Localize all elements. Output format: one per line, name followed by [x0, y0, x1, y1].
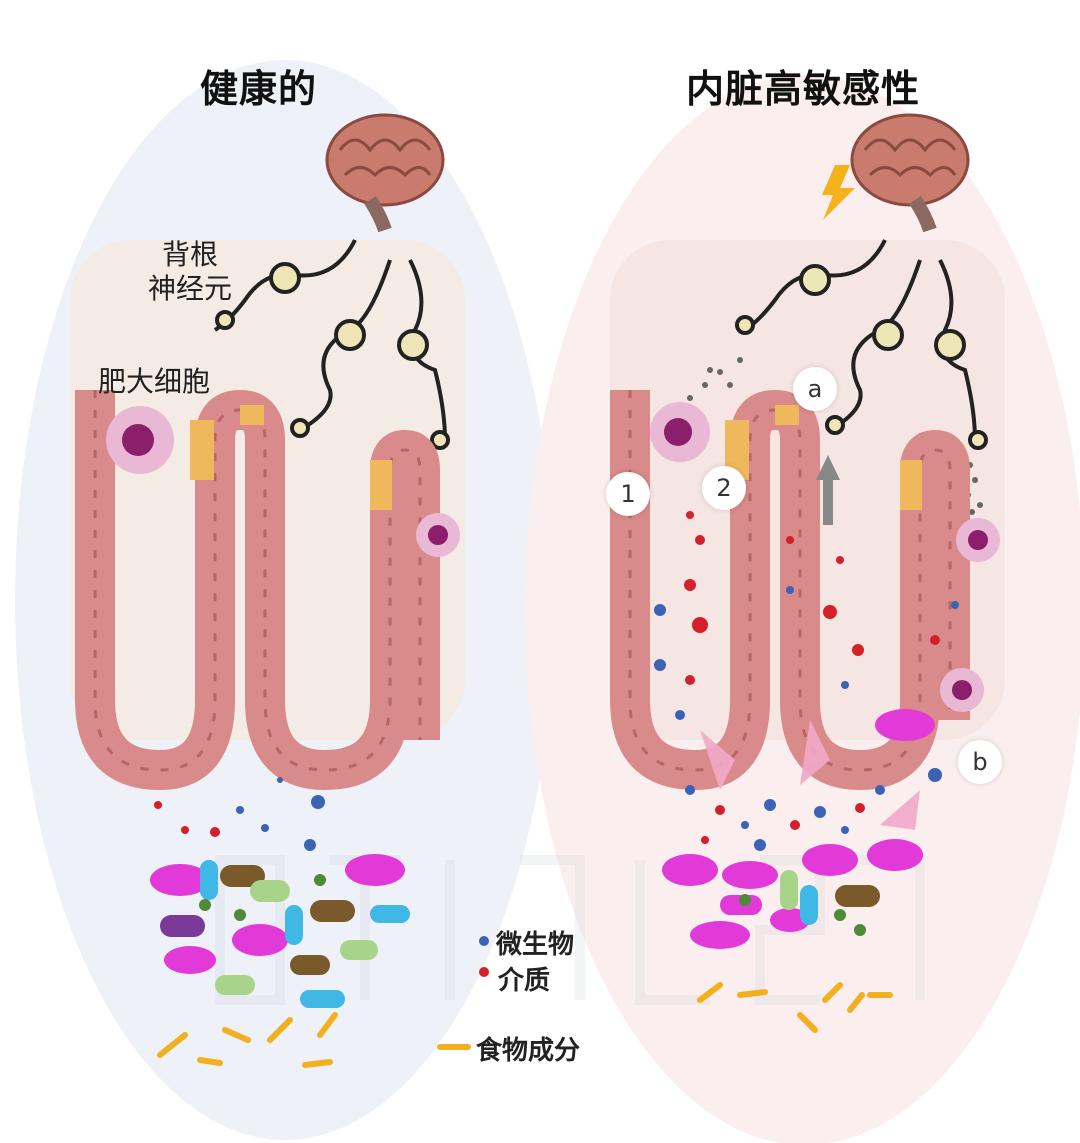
mast-cell-right-1 — [650, 402, 710, 462]
legend-microbes: 微生物 — [496, 930, 575, 960]
title-healthy: 健康的 — [200, 67, 318, 111]
mediator-particles-right — [654, 511, 959, 720]
lumen-particles-right — [685, 768, 942, 851]
lumen-particles-left — [154, 777, 325, 851]
pink-arrows — [700, 720, 920, 830]
legend-microbe-dot — [479, 936, 489, 946]
intestinal-epithelium-left — [75, 389, 440, 791]
legend-food-components: 食物成分 — [476, 1036, 581, 1066]
mast-cell-right-3 — [940, 668, 984, 712]
marker-1: 1 — [606, 472, 650, 516]
legend-mediators: 介质 — [498, 966, 551, 996]
marker-a: a — [793, 367, 837, 411]
label-dorsal-root-ganglion: 背根 神经元 — [135, 238, 245, 306]
brain-left — [325, 113, 445, 233]
label-drg-line1: 背根 — [161, 238, 218, 271]
mast-cell-left-1 — [106, 406, 174, 474]
brain-right — [850, 113, 970, 233]
lightning-icon — [822, 165, 855, 220]
legend-mediator-dot — [479, 967, 489, 977]
marker-b: b — [958, 740, 1002, 784]
intestinal-epithelium-right — [610, 389, 970, 791]
label-drg-line2: 神经元 — [147, 272, 232, 305]
title-visceral-hypersensitivity: 内脏高敏感性 — [686, 67, 921, 111]
food-components-right — [697, 982, 893, 1033]
gut-microbiota-left — [150, 854, 410, 1008]
signal-arrow-up — [816, 455, 840, 525]
label-mast-cell: 肥大细胞 — [98, 365, 211, 398]
mast-cell-left-2 — [416, 513, 460, 557]
marker-2: 2 — [702, 466, 746, 510]
drg-neurons-left — [213, 239, 450, 450]
gut-microbiota-right — [662, 709, 935, 949]
drg-neurons-right — [735, 239, 988, 450]
food-components-left — [157, 1012, 338, 1068]
mast-cell-right-2 — [956, 518, 1000, 562]
